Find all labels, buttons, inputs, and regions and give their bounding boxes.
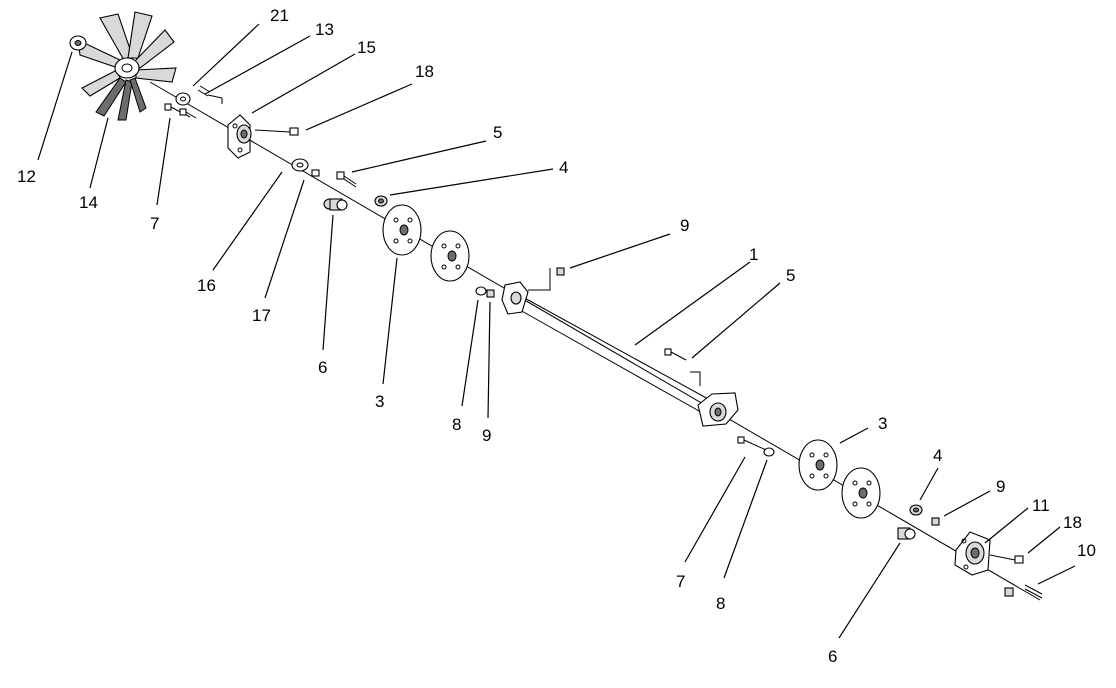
callout-18-lower: 18	[1063, 513, 1082, 532]
nut-9-bracket	[556, 267, 565, 276]
callout-8-lower: 8	[716, 594, 725, 613]
grease-fitting-18-top	[254, 127, 299, 136]
callout-7-left: 7	[150, 214, 159, 233]
callout-6-upper: 6	[318, 358, 327, 377]
callout-16: 16	[197, 276, 216, 295]
callout-3-lower: 3	[878, 414, 887, 433]
nut-9-lower	[931, 517, 940, 526]
washer-16	[291, 158, 309, 172]
callout-4-upper: 4	[559, 158, 568, 177]
callout-5-lower: 5	[786, 266, 795, 285]
callout-9-upper: 9	[482, 426, 491, 445]
washer-8-lower	[763, 447, 775, 457]
callout-6-lower: 6	[828, 647, 837, 666]
callout-12: 12	[17, 167, 36, 186]
bolt-5-lower	[664, 348, 701, 386]
callout-3-upper: 3	[375, 392, 384, 411]
shaft-bracket-right	[697, 392, 739, 427]
end-nut	[1004, 587, 1014, 597]
bushing-4-lower	[909, 504, 923, 516]
callout-11: 11	[1032, 496, 1050, 515]
callout-9-lower: 9	[996, 477, 1005, 496]
leader-lines	[37, 23, 1076, 639]
key-13	[207, 94, 223, 104]
callout-1: 1	[749, 245, 758, 264]
nut-9-upper	[486, 289, 495, 298]
flange-plate-3-lower	[798, 439, 881, 519]
callout-labels: 21 13 15 18 12 14 7 5 4 16 17 6 3 9 1 5 …	[17, 6, 1096, 666]
callout-13: 13	[315, 20, 334, 39]
flange-bearing-11	[954, 531, 991, 576]
nut-17	[311, 169, 320, 177]
bushing-6-upper	[323, 198, 348, 211]
callout-18-top: 18	[415, 62, 434, 81]
bolt-7-left	[164, 103, 197, 119]
washer-8-upper	[475, 286, 487, 296]
fan-blades	[77, 11, 177, 121]
bolt-7-lower	[737, 436, 767, 451]
callout-9-bracket: 9	[680, 216, 689, 235]
callout-17: 17	[252, 306, 271, 325]
shaft-bracket-left	[501, 268, 551, 315]
callout-10: 10	[1077, 541, 1096, 560]
pin-21	[197, 85, 211, 97]
bolt-5-upper	[336, 171, 357, 188]
callout-21: 21	[270, 6, 289, 25]
callout-7-lower: 7	[676, 572, 685, 591]
flange-plate-3-upper	[382, 204, 470, 282]
callout-14: 14	[79, 193, 98, 212]
callout-4-lower: 4	[933, 446, 942, 465]
bushing-6-lower	[897, 527, 916, 540]
callout-8-upper: 8	[452, 415, 461, 434]
pin-10	[1024, 584, 1043, 599]
grease-fitting-18-lower	[989, 554, 1024, 564]
main-shaft	[149, 81, 1041, 601]
flange-bearing-15	[227, 114, 252, 159]
washer-12	[69, 35, 87, 51]
washer-fan	[175, 92, 191, 106]
callout-15: 15	[357, 38, 376, 57]
callout-5-upper: 5	[493, 123, 502, 142]
bushing-4-upper	[374, 195, 388, 207]
